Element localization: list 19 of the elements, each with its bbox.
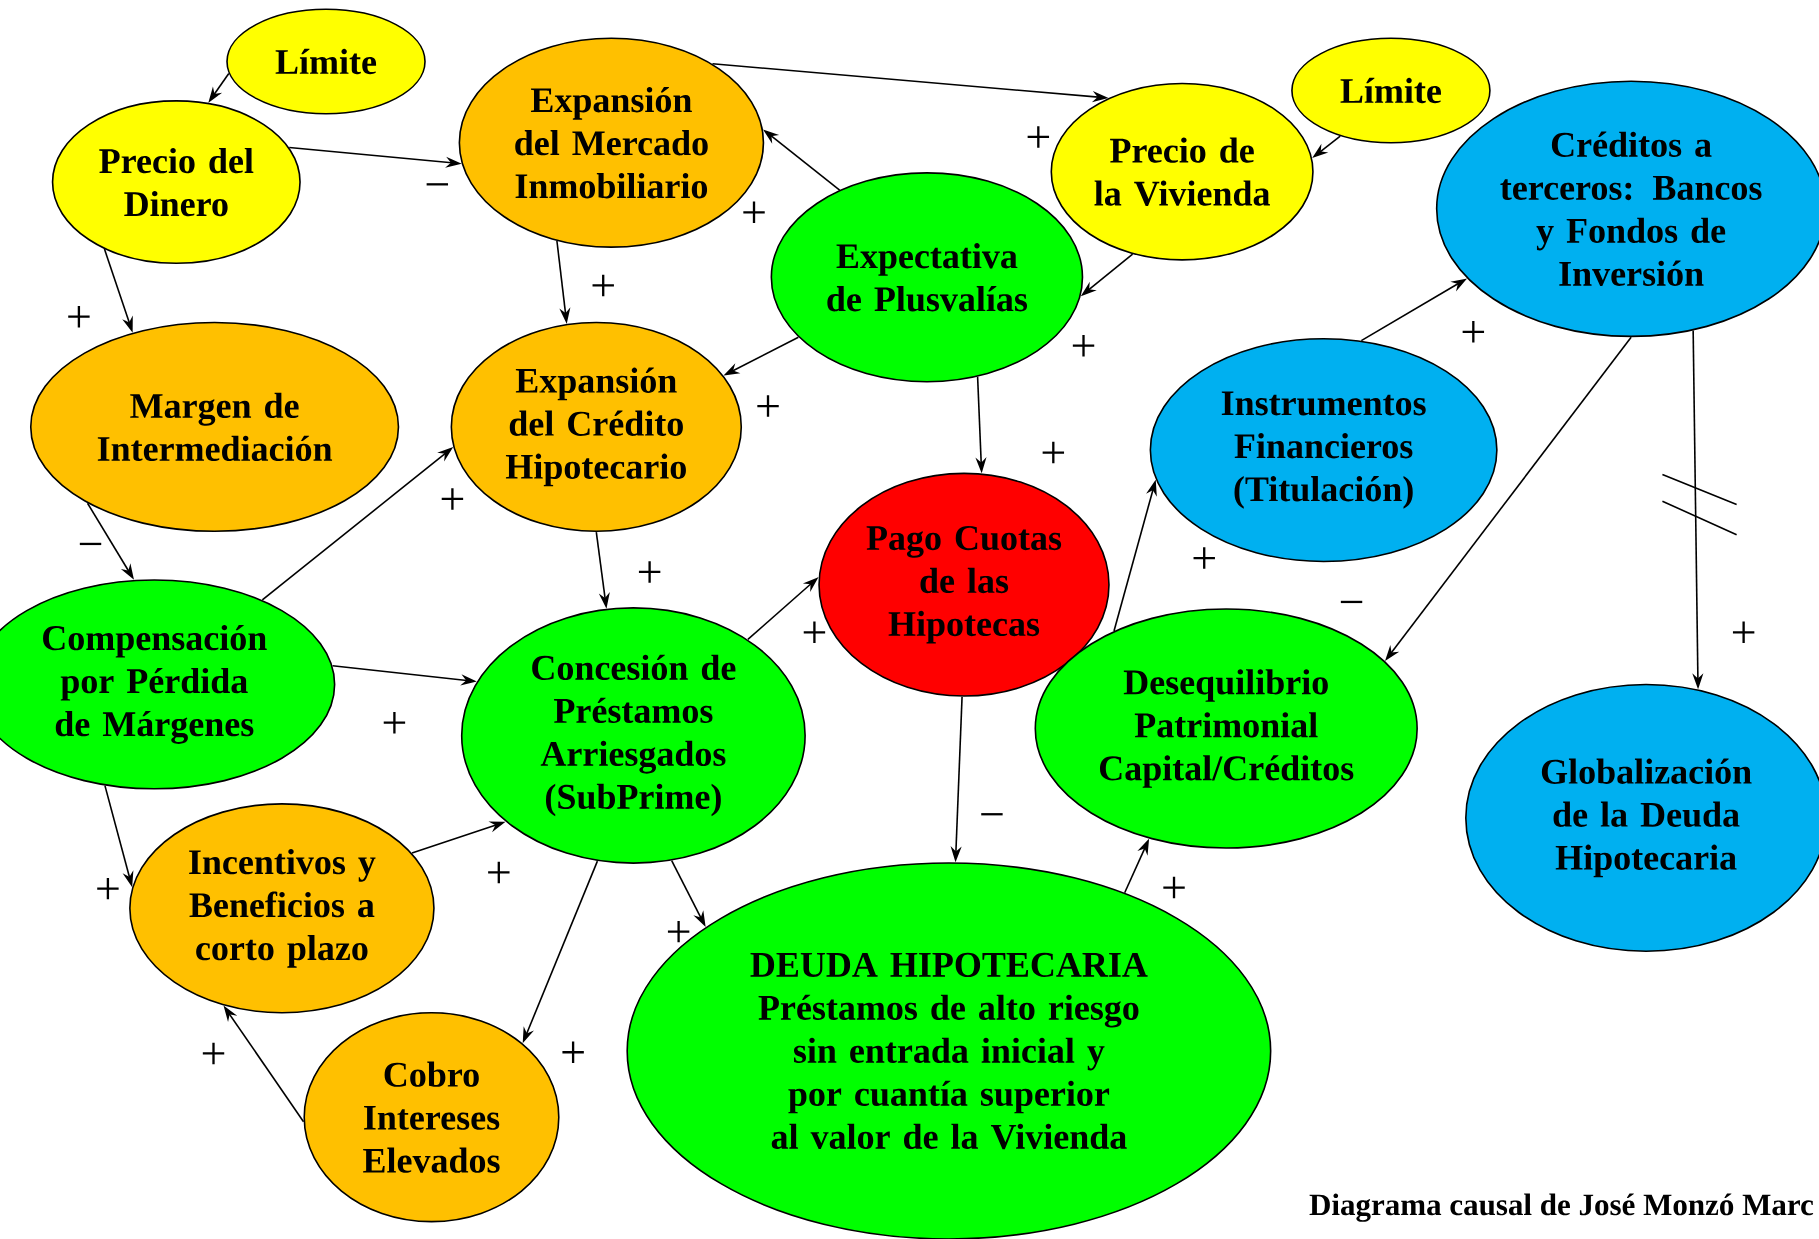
polarity-sign: −	[981, 813, 1003, 816]
polarity-sign: +	[488, 861, 510, 884]
polarity-sign: +	[202, 1042, 225, 1065]
polarity-sign: +	[562, 1041, 584, 1063]
polarity-sign: +	[667, 920, 690, 943]
polarity-sign: −	[1340, 600, 1363, 604]
polarity-sign: +	[383, 712, 406, 734]
polarity-sign: +	[743, 201, 765, 224]
caption: Diagrama causal de José Monzó Marc	[1309, 1193, 1814, 1222]
polarity-sign: +	[757, 395, 779, 417]
polarity-sign: −	[426, 183, 449, 186]
polarity-sign: +	[592, 274, 614, 297]
polarity-sign: +	[1042, 441, 1065, 464]
polarity-sign: +	[1732, 621, 1755, 644]
polarity-sign: +	[1027, 126, 1050, 148]
polarity-sign: −	[79, 542, 102, 546]
polarity-sign: +	[638, 561, 661, 583]
polarity-sign: +	[97, 877, 119, 900]
polarity-sign: +	[1163, 876, 1185, 899]
